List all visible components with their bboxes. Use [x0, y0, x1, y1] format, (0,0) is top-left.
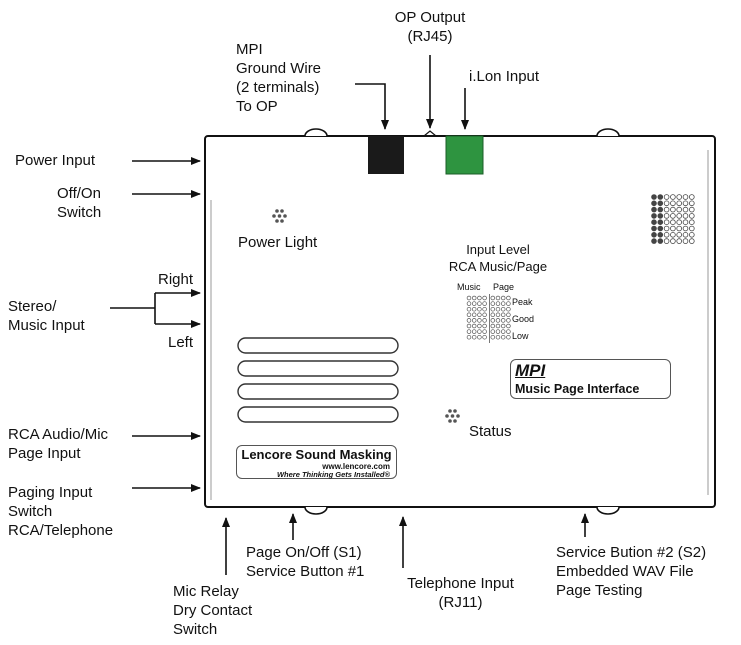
power-input-label: Power Input: [15, 152, 96, 169]
brand-name: Lencore Sound Masking: [241, 447, 392, 462]
page-column-label: Page: [493, 282, 515, 292]
stereo-music-input-label: Stereo/ Music Input: [8, 298, 85, 334]
paging-input-switch-label: Paging Input Switch RCA/Telephone: [8, 484, 114, 539]
power-light-label: Power Light: [238, 234, 318, 251]
peak-level-label: Peak: [512, 297, 533, 307]
page-on-off-label: Page On/Off (S1) Service Button #1: [246, 544, 365, 580]
brand-slogan: Where Thinking Gets Installed®: [276, 470, 390, 479]
left-channel-label: Left: [168, 334, 194, 351]
op-output-label: OP Output (RJ45): [394, 9, 466, 45]
mic-relay-label: Mic Relay Dry Contact Switch: [173, 583, 253, 638]
mounting-tabs: [304, 128, 620, 515]
ground-terminal-block: [368, 136, 404, 174]
low-level-label: Low: [512, 331, 529, 341]
lencore-brand-plate: Lencore Sound Masking www.lencore.com Wh…: [236, 445, 397, 479]
ilon-input-label: i.Lon Input: [469, 68, 540, 85]
mpi-logo-box: MPI Music Page Interface: [510, 359, 671, 399]
ilon-connector: [445, 135, 484, 175]
arrow-mpi-ground: [355, 83, 389, 130]
mpi-title: MPI: [515, 361, 546, 380]
mpi-subtitle: Music Page Interface: [515, 382, 640, 396]
rca-audio-mic-label: RCA Audio/Mic Page Input: [8, 426, 109, 462]
input-level-label: Input Level RCA Music/Page: [448, 242, 548, 274]
good-level-label: Good: [512, 314, 535, 324]
telephone-input-label: Telephone Input (RJ11): [407, 575, 514, 611]
mpi-ground-wire-label: MPI Ground Wire (2 terminals) To OP: [236, 41, 322, 115]
status-label: Status: [469, 423, 512, 440]
status-led: [445, 409, 460, 423]
brand-url: www.lencore.com: [322, 462, 390, 471]
right-channel-label: Right: [158, 271, 194, 288]
service-button-2-label: Service Bution #2 (S2) Embedded WAV File…: [556, 544, 707, 599]
power-light-led: [272, 209, 287, 223]
music-column-label: Music: [457, 282, 481, 292]
speaker-grille: [651, 194, 695, 244]
input-level-led-matrix: [466, 294, 511, 343]
off-on-switch-label: Off/On Switch: [57, 185, 102, 221]
vent-slots: [237, 337, 399, 423]
